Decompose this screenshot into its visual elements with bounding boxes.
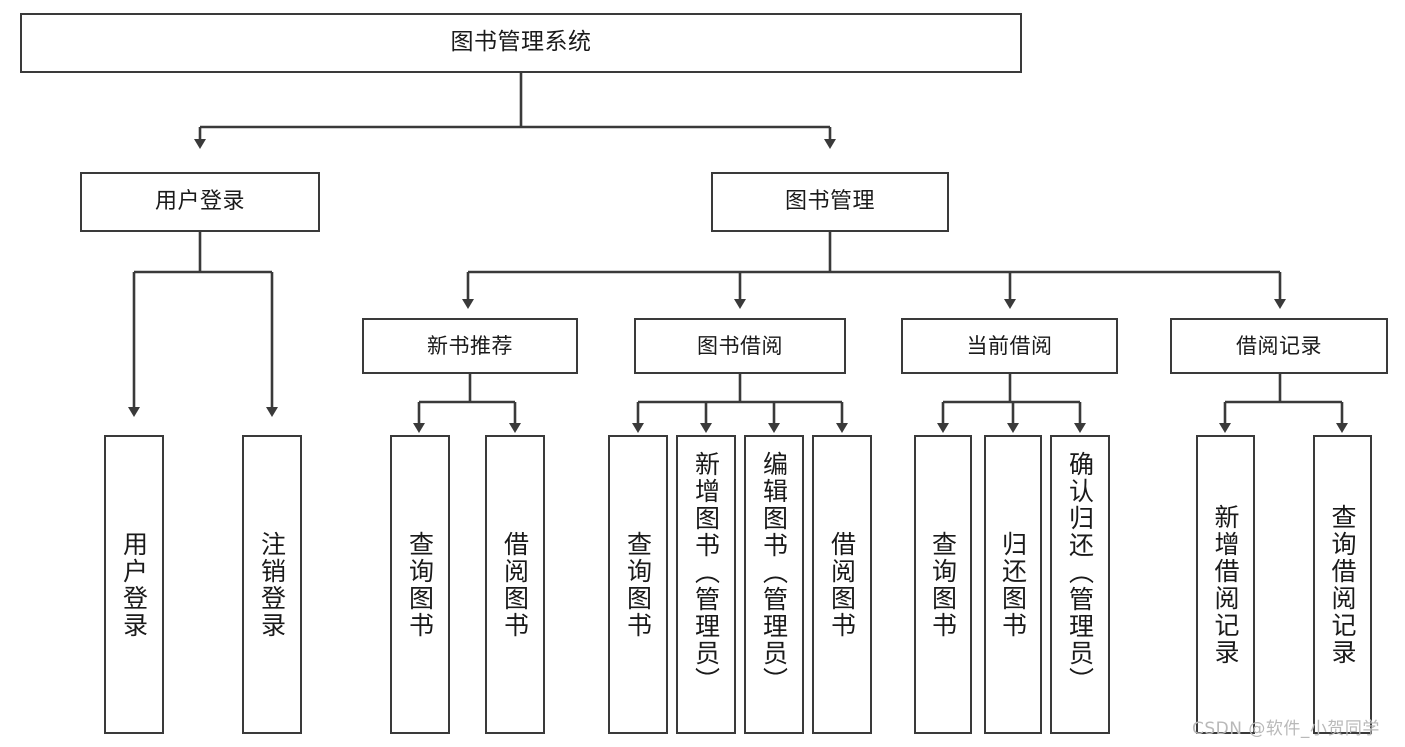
leaf-borrow-book[interactable]: 借阅图书 <box>812 435 872 734</box>
node-current-borrow[interactable]: 当前借阅 <box>901 318 1118 374</box>
node-label: 确认归还（管理员） <box>1065 451 1095 694</box>
node-label: 用户登录 <box>119 530 149 639</box>
leaf-borrow-book-recommend[interactable]: 借阅图书 <box>485 435 545 734</box>
leaf-query-borrow-record[interactable]: 查询借阅记录 <box>1313 435 1372 734</box>
node-label: 新增借阅记录 <box>1211 503 1240 666</box>
node-label: 查询图书 <box>623 530 653 639</box>
node-label: 新增图书（管理员） <box>691 451 721 694</box>
node-label: 归还图书 <box>998 530 1028 639</box>
leaf-edit-book[interactable]: 编辑图书（管理员） <box>744 435 804 734</box>
node-new-book-recommend[interactable]: 新书推荐 <box>362 318 578 374</box>
node-label: 用户登录 <box>154 189 245 215</box>
node-label: 查询图书 <box>928 530 958 639</box>
csdn-watermark: CSDN @软件_小贺同学 <box>1192 719 1380 739</box>
node-user-login[interactable]: 用户登录 <box>80 172 320 232</box>
node-borrow-record[interactable]: 借阅记录 <box>1170 318 1388 374</box>
node-label: 查询借阅记录 <box>1328 503 1357 666</box>
leaf-add-borrow-record[interactable]: 新增借阅记录 <box>1196 435 1255 734</box>
node-label: 新书推荐 <box>427 333 513 358</box>
node-label: 图书管理 <box>784 189 875 215</box>
node-label: 查询图书 <box>405 530 435 639</box>
leaf-logout-login[interactable]: 注销登录 <box>242 435 302 734</box>
node-root-system[interactable]: 图书管理系统 <box>20 13 1022 73</box>
leaf-query-book-current[interactable]: 查询图书 <box>914 435 972 734</box>
node-label: 借阅图书 <box>827 530 857 639</box>
leaf-add-book[interactable]: 新增图书（管理员） <box>676 435 736 734</box>
leaf-confirm-return[interactable]: 确认归还（管理员） <box>1050 435 1110 734</box>
node-label: 图书管理系统 <box>450 29 592 56</box>
node-label: 注销登录 <box>257 530 287 639</box>
node-book-borrow[interactable]: 图书借阅 <box>634 318 846 374</box>
leaf-user-login[interactable]: 用户登录 <box>104 435 164 734</box>
leaf-query-book-borrow[interactable]: 查询图书 <box>608 435 668 734</box>
node-label: 借阅记录 <box>1236 333 1322 358</box>
node-label: 编辑图书（管理员） <box>759 451 789 694</box>
node-label: 图书借阅 <box>697 333 783 358</box>
leaf-return-book[interactable]: 归还图书 <box>984 435 1042 734</box>
node-label: 借阅图书 <box>500 530 530 639</box>
node-label: 当前借阅 <box>966 333 1053 358</box>
node-book-management[interactable]: 图书管理 <box>711 172 949 232</box>
leaf-query-book-recommend[interactable]: 查询图书 <box>390 435 450 734</box>
